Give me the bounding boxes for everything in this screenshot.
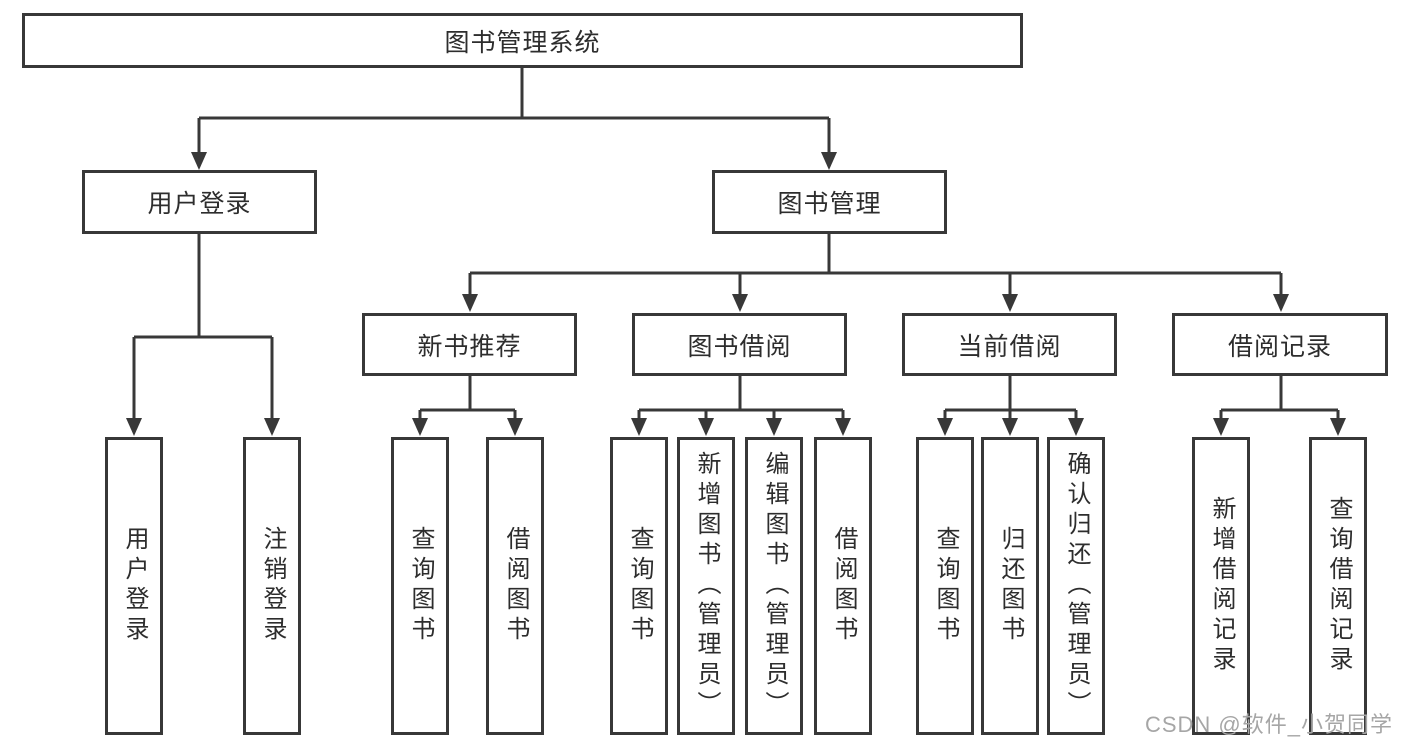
leaf-query-borrow-record-label: 查询借阅记录	[1325, 496, 1352, 676]
leaf-confirm-return-admin-label: 确认归还（管理员）	[1063, 451, 1090, 721]
node-borrowing-records: 借阅记录	[1172, 313, 1388, 376]
leaf-add-book-admin-label: 新增图书（管理员）	[693, 451, 720, 721]
leaf-return-book-label: 归还图书	[997, 526, 1024, 646]
csdn-watermark: CSDN @软件_小贺同学	[1144, 712, 1393, 737]
node-book-borrowing: 图书借阅	[632, 313, 847, 376]
leaf-add-book-admin: 新增图书（管理员）	[677, 437, 735, 735]
leaf-user-login-label: 用户登录	[121, 526, 148, 646]
leaf-borrow-books-borrowing-label: 借阅图书	[830, 526, 857, 646]
leaf-query-books-borrowing: 查询图书	[610, 437, 668, 735]
leaf-query-books-recommend: 查询图书	[391, 437, 449, 735]
node-current-borrowing: 当前借阅	[902, 313, 1117, 376]
leaf-logout: 注销登录	[243, 437, 301, 735]
leaf-query-borrow-record: 查询借阅记录	[1309, 437, 1367, 735]
leaf-query-books-recommend-label: 查询图书	[407, 526, 434, 646]
leaf-query-books-borrowing-label: 查询图书	[626, 526, 653, 646]
leaf-return-book: 归还图书	[981, 437, 1039, 735]
leaf-borrow-books-recommend: 借阅图书	[486, 437, 544, 735]
node-root: 图书管理系统	[22, 13, 1023, 68]
node-new-book-recommendation: 新书推荐	[362, 313, 577, 376]
leaf-borrow-books-borrowing: 借阅图书	[814, 437, 872, 735]
node-user-login: 用户登录	[82, 170, 317, 234]
leaf-add-borrow-record: 新增借阅记录	[1192, 437, 1250, 735]
leaf-query-books-current-label: 查询图书	[932, 526, 959, 646]
leaf-edit-book-admin: 编辑图书（管理员）	[745, 437, 803, 735]
node-book-management: 图书管理	[712, 170, 947, 234]
leaf-borrow-books-recommend-label: 借阅图书	[502, 526, 529, 646]
leaf-logout-label: 注销登录	[259, 526, 286, 646]
leaf-user-login: 用户登录	[105, 437, 163, 735]
leaf-query-books-current: 查询图书	[916, 437, 974, 735]
leaf-add-borrow-record-label: 新增借阅记录	[1208, 496, 1235, 676]
leaf-edit-book-admin-label: 编辑图书（管理员）	[761, 451, 788, 721]
leaf-confirm-return-admin: 确认归还（管理员）	[1047, 437, 1105, 735]
